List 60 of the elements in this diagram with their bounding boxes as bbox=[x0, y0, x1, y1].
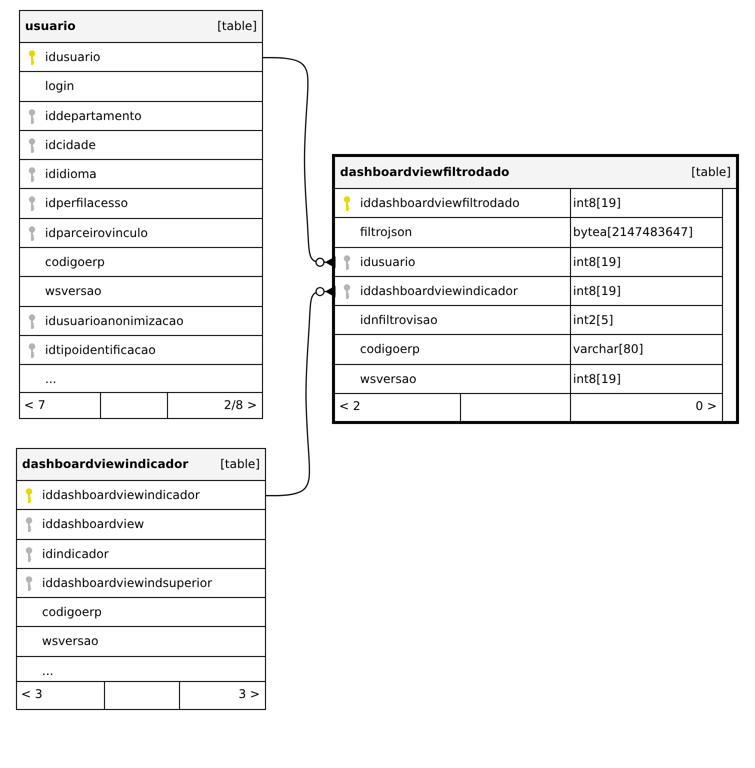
column-name: idparceirovinculo bbox=[45, 226, 148, 240]
table-row bbox=[335, 306, 723, 336]
column-name: idnfiltrovisao bbox=[360, 313, 438, 328]
table-row bbox=[335, 218, 723, 248]
table-row bbox=[335, 189, 723, 218]
page-count: 3 > bbox=[238, 686, 260, 701]
column-name: iddashboardviewindicador bbox=[42, 488, 200, 502]
column-name: login bbox=[45, 79, 74, 94]
page-count: 2/8 > bbox=[224, 398, 257, 412]
data-type: int8[19] bbox=[573, 284, 621, 298]
data-type: int2[5] bbox=[573, 313, 614, 328]
column-name: wsversao bbox=[360, 372, 416, 386]
table-row bbox=[20, 306, 262, 336]
column-name: idtipoidentificacao bbox=[45, 342, 156, 357]
page-count: 0 > bbox=[695, 399, 717, 414]
table-row bbox=[335, 276, 723, 306]
table-row bbox=[17, 540, 265, 569]
column-name: iddashboardview bbox=[42, 517, 144, 532]
column-name: idindicador bbox=[42, 546, 109, 561]
column-name: idperfilacesso bbox=[45, 196, 128, 210]
table-name: usuario bbox=[25, 19, 76, 33]
table-row bbox=[335, 364, 723, 394]
column-name: codigoerp bbox=[42, 605, 102, 620]
column-name: iddashboardviewfiltrodado bbox=[360, 196, 520, 210]
relationship-connector bbox=[265, 286, 336, 496]
data-type: int8[19] bbox=[573, 254, 621, 269]
relationship-connector bbox=[262, 57, 336, 268]
column-name: iddepartamento bbox=[45, 108, 142, 123]
column-name: idusuarioanonimizacao bbox=[45, 314, 184, 328]
table-name: dashboardviewindicador bbox=[22, 457, 188, 471]
table-row bbox=[20, 102, 262, 131]
data-type: bytea[2147483647] bbox=[573, 225, 693, 240]
column-name: codigoerp bbox=[360, 342, 420, 356]
page-count: < 2 bbox=[339, 399, 361, 414]
column-name: filtrojson bbox=[360, 225, 412, 240]
table-row bbox=[335, 248, 723, 277]
table-box bbox=[16, 448, 266, 710]
column-name: idusuario bbox=[360, 254, 416, 269]
column-name: ... bbox=[45, 372, 56, 386]
table-box bbox=[19, 10, 263, 420]
data-type: int8[19] bbox=[573, 372, 621, 386]
data-type: int8[19] bbox=[573, 196, 621, 210]
table-tag: [table] bbox=[217, 19, 257, 33]
column-name: iddashboardviewindsuperior bbox=[42, 576, 212, 590]
column-name: idusuario bbox=[45, 50, 100, 64]
page-count: < 7 bbox=[24, 398, 46, 412]
table-row bbox=[335, 335, 723, 365]
column-name: wsversao bbox=[42, 634, 98, 648]
data-type: varchar[80] bbox=[573, 342, 644, 356]
column-name: iddashboardviewindicador bbox=[360, 284, 518, 298]
page-count: < 3 bbox=[21, 686, 43, 701]
column-name: codigoerp bbox=[45, 255, 105, 270]
table-name: dashboardviewfiltrodado bbox=[340, 165, 510, 179]
table-tag: [table] bbox=[220, 457, 260, 471]
table-tag: [table] bbox=[691, 165, 731, 179]
column-name: ididioma bbox=[45, 167, 97, 182]
table-box bbox=[332, 154, 739, 424]
column-name: wsversao bbox=[45, 284, 102, 298]
column-name: ... bbox=[42, 664, 54, 678]
column-name: idcidade bbox=[45, 138, 96, 152]
